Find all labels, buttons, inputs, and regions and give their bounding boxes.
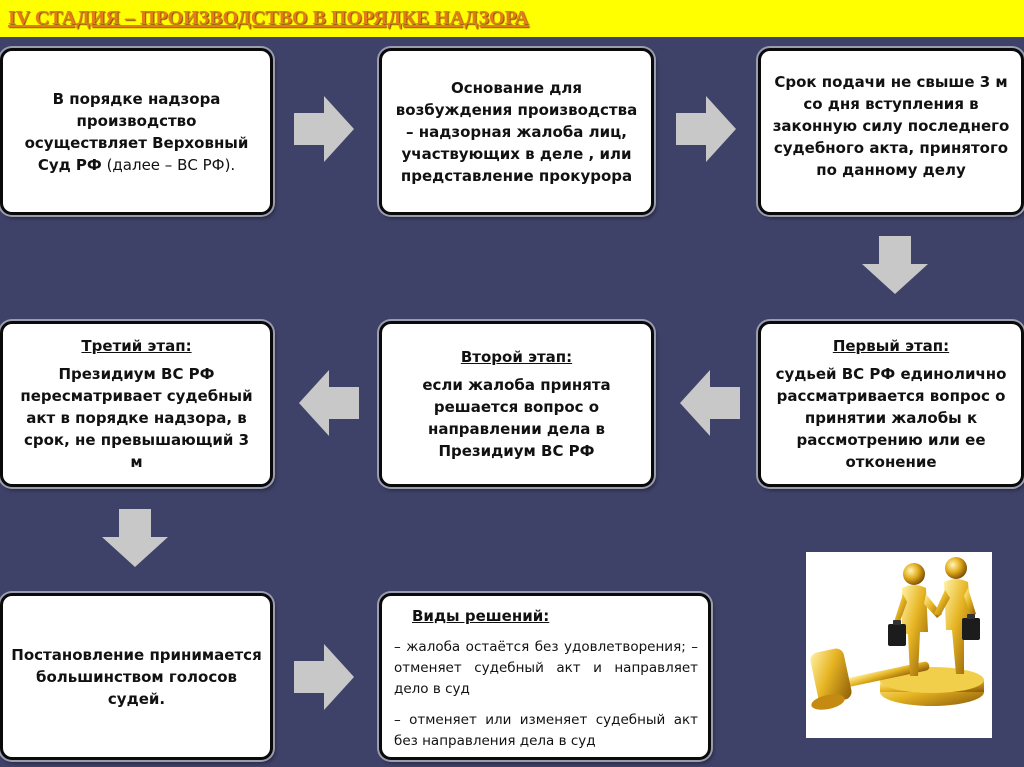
- box-supreme-court-text: В порядке надзора производство осуществл…: [17, 88, 256, 176]
- arrow-right-icon: [676, 96, 736, 162]
- supreme-court-normal: (далее – ВС РФ).: [101, 155, 236, 174]
- gold-figures-icon: [810, 557, 984, 710]
- arrow-right-icon: [294, 644, 354, 710]
- second-stage-heading: Второй этап:: [460, 348, 573, 366]
- box-supreme-court: В порядке надзора производство осуществл…: [0, 48, 273, 215]
- decision-item: – отменяет или изменяет судебный акт без…: [394, 712, 698, 749]
- arrow-down-icon: [102, 509, 168, 567]
- box-decisions: Виды решений: – жалоба остаётся без удов…: [379, 593, 711, 760]
- deadline-text: Срок подачи не свыше 3 м со дня вступлен…: [772, 73, 1010, 179]
- third-stage-text: Президиум ВС РФ пересматривает судебный …: [20, 365, 253, 471]
- third-stage-heading: Третий этап:: [81, 337, 192, 355]
- box-resolution: Постановление принимается большинством г…: [0, 593, 273, 760]
- box-deadline: Срок подачи не свыше 3 м со дня вступлен…: [758, 48, 1024, 215]
- arrow-down-icon: [862, 236, 928, 294]
- first-stage-text: судьей ВС РФ единолично рассматривается …: [775, 365, 1007, 471]
- box-grounds: Основание для возбуждения производства –…: [379, 48, 654, 215]
- grounds-text: Основание для возбуждения производства –…: [395, 78, 638, 185]
- arrow-left-icon: [680, 370, 740, 436]
- arrow-right-icon: [294, 96, 354, 162]
- page-title: IV СТАДИЯ – ПРОИЗВОДСТВО В ПОРЯДКЕ НАДЗО…: [8, 7, 529, 29]
- title-bar: IV СТАДИЯ – ПРОИЗВОДСТВО В ПОРЯДКЕ НАДЗО…: [0, 0, 1024, 37]
- second-stage-text: если жалоба принята решается вопрос о на…: [422, 376, 611, 460]
- box-second-stage: Второй этап: если жалоба принята решаетс…: [379, 321, 654, 487]
- box-first-stage: Первый этап: судьей ВС РФ единолично рас…: [758, 321, 1024, 487]
- first-stage-heading: Первый этап:: [832, 337, 950, 355]
- supreme-court-bold: В порядке надзора производство осуществл…: [24, 89, 249, 174]
- box-third-stage: Третий этап: Президиум ВС РФ пересматрив…: [0, 321, 273, 487]
- decision-item: – жалоба остаётся без удовлетворения; – …: [394, 639, 698, 697]
- decisions-heading: Виды решений:: [412, 607, 550, 625]
- resolution-text: Постановление принимается большинством г…: [11, 645, 262, 708]
- arrow-left-icon: [299, 370, 359, 436]
- handshake-gavel-illustration: [806, 552, 992, 738]
